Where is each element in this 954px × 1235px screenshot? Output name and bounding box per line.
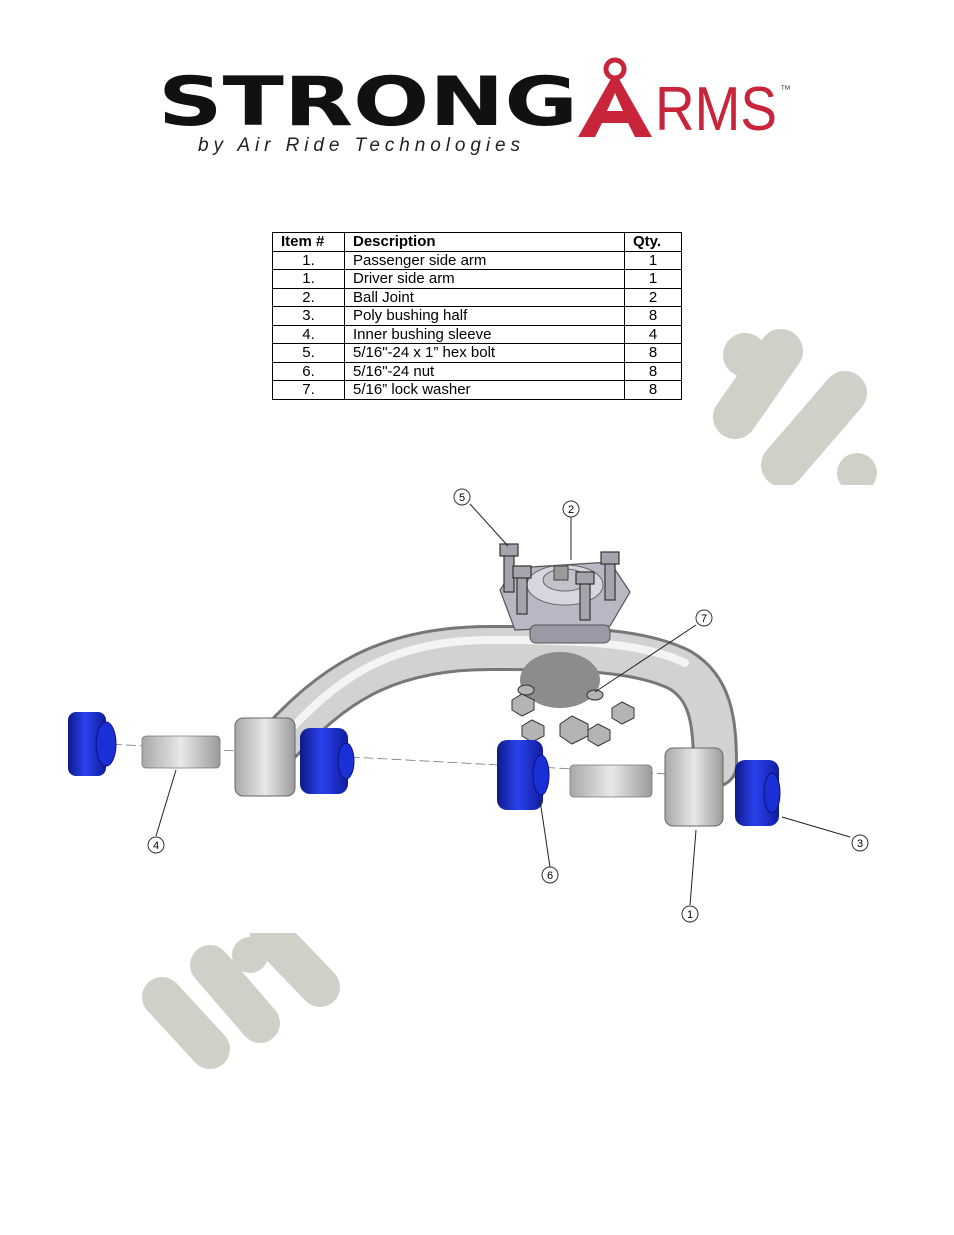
- svg-text:1: 1: [687, 909, 693, 921]
- cell-item: 5.: [272, 343, 345, 363]
- cell-qty: 2: [624, 287, 682, 307]
- arm-eye-left: [234, 717, 355, 797]
- logo-tagline: by Air Ride Technologies: [198, 135, 521, 156]
- table-row: 3. Poly bushing half 8: [272, 306, 682, 326]
- table-row: 1. Passenger side arm 1: [272, 250, 682, 270]
- cell-description: 5/16"-24 nut: [344, 361, 625, 381]
- table-row: 6. 5/16"-24 nut 8: [272, 361, 682, 381]
- cell-description: Passenger side arm: [344, 250, 625, 270]
- header-description: Description: [344, 232, 625, 252]
- callout-7: 7: [695, 609, 713, 627]
- cell-qty: 1: [624, 269, 682, 289]
- table-row: 4. Inner bushing sleeve 4: [272, 324, 682, 344]
- cell-qty: 8: [624, 361, 682, 381]
- cell-description: 5/16” lock washer: [344, 380, 625, 400]
- nuts-and-washers: [511, 684, 635, 747]
- cell-description: Ball Joint: [344, 287, 625, 307]
- svg-text:6: 6: [547, 870, 553, 882]
- inner-bushing-sleeve-left: [141, 735, 221, 769]
- callout-2: 2: [562, 500, 580, 518]
- svg-text:3: 3: [857, 838, 863, 850]
- cell-item: 7.: [272, 380, 345, 400]
- callout-1: 1: [681, 905, 699, 923]
- callout-leaders: [155, 503, 851, 906]
- hex-bolts: [499, 543, 620, 621]
- cell-item: 6.: [272, 361, 345, 381]
- cell-item: 2.: [272, 287, 345, 307]
- callout-5: 5: [453, 488, 471, 506]
- cell-description: Driver side arm: [344, 269, 625, 289]
- logo-a-compass-mark: [578, 57, 652, 137]
- logo-wordmark-strong: STRONG: [158, 63, 578, 142]
- cell-qty: 4: [624, 324, 682, 344]
- callout-6: 6: [541, 866, 559, 884]
- table-row: 5. 5/16"-24 x 1” hex bolt 8: [272, 343, 682, 363]
- cell-item: 1.: [272, 269, 345, 289]
- cell-qty: 8: [624, 380, 682, 400]
- cell-description: Inner bushing sleeve: [344, 324, 625, 344]
- exploded-assembly-drawing: 5 2 7 4 6 1 3: [68, 488, 869, 923]
- header-quantity: Qty.: [624, 232, 682, 252]
- logo-wordmark-rms: RMS: [655, 75, 777, 144]
- svg-text:4: 4: [153, 840, 159, 852]
- poly-bushing-left-outer: [68, 712, 117, 776]
- cell-qty: 8: [624, 343, 682, 363]
- arm-eye-right: [664, 747, 781, 827]
- callout-4: 4: [147, 836, 165, 854]
- inner-bushing-sleeve-right: [569, 764, 653, 798]
- watermark-left: [140, 925, 350, 1069]
- cell-qty: 1: [624, 250, 682, 270]
- cell-description: 5/16"-24 x 1” hex bolt: [344, 343, 625, 363]
- table-header-row: Item # Description Qty.: [272, 232, 682, 252]
- callout-3: 3: [851, 834, 869, 852]
- header-item-number: Item #: [272, 232, 345, 252]
- poly-bushing-middle: [497, 740, 550, 810]
- cell-item: 4.: [272, 324, 345, 344]
- cell-qty: 8: [624, 306, 682, 326]
- strongarms-logo: STRONG RMS ™ by Air Ride Technologies: [158, 57, 791, 156]
- logo-trademark: ™: [780, 84, 791, 96]
- cell-item: 3.: [272, 306, 345, 326]
- table-row: 1. Driver side arm 1: [272, 269, 682, 289]
- table-row: 2. Ball Joint 2: [272, 287, 682, 307]
- control-arm: [259, 624, 738, 788]
- cell-description: Poly bushing half: [344, 306, 625, 326]
- cell-item: 1.: [272, 250, 345, 270]
- svg-text:7: 7: [701, 613, 707, 625]
- watermark-right: [705, 329, 890, 490]
- table-row: 7. 5/16” lock washer 8: [272, 380, 682, 400]
- svg-text:5: 5: [459, 492, 465, 504]
- svg-text:2: 2: [568, 504, 574, 516]
- parts-list-table: Item # Description Qty. 1. Passenger sid…: [272, 232, 682, 400]
